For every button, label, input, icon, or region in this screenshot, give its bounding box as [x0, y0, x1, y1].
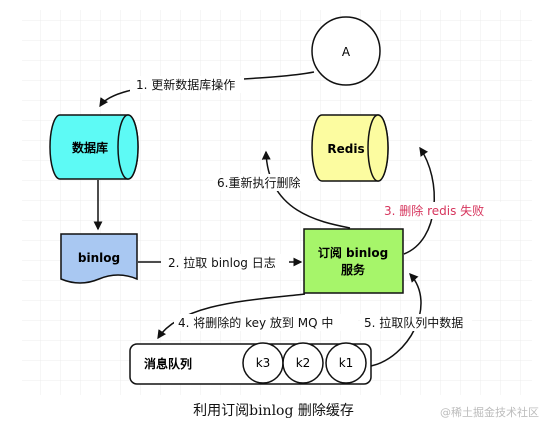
database-node — [49, 114, 139, 180]
step1-label-bg — [130, 76, 244, 93]
queue-item-k2 — [282, 342, 324, 384]
binlog-service-label-line1: 订阅 binlog — [318, 245, 388, 260]
step6-label: 6.重新执行删除 — [217, 175, 300, 190]
database-label: 数据库 — [72, 140, 108, 155]
queue-item-k3-label: k3 — [256, 356, 271, 370]
binlog-node — [60, 233, 138, 284]
queue-item-k1-label: k1 — [339, 356, 354, 370]
flow-diagram: A 数据库 Redis binlog 订阅 binlog 服务 消息队列 k3 … — [22, 10, 532, 395]
binlog-service-node — [303, 228, 404, 294]
binlog-label: binlog — [78, 251, 120, 265]
queue-item-k2-label: k2 — [296, 356, 311, 370]
step3-label: 3. 删除 redis 失败 — [384, 203, 484, 218]
redis-node — [311, 114, 389, 182]
watermark: @稀土掘金技术社区 — [440, 406, 539, 419]
step6-label-bg — [213, 174, 313, 191]
binlog-service-label-line2: 服务 — [341, 262, 366, 277]
step1-label: 1. 更新数据库操作 — [136, 77, 235, 92]
node-a-label: A — [342, 45, 351, 59]
edge-service-to-redis-retry — [261, 150, 351, 229]
step5-label-bg — [360, 314, 472, 331]
queue-item-k1 — [325, 342, 367, 384]
node-a — [311, 16, 381, 86]
step4-label: 4. 将删除的 key 放到 MQ 中 — [178, 315, 333, 330]
edge-service-to-queue — [157, 293, 306, 340]
figure-caption: 利用订阅binlog 删除缓存 — [193, 403, 354, 419]
redis-label: Redis — [327, 142, 364, 156]
step3-label-bg — [380, 202, 502, 219]
step4-label-bg — [174, 314, 358, 331]
message-queue-label: 消息队列 — [144, 356, 192, 371]
step2-label: 2. 拉取 binlog 日志 — [168, 255, 276, 270]
step5-label: 5. 拉取队列中数据 — [364, 315, 463, 330]
step2-label-bg — [161, 254, 289, 271]
